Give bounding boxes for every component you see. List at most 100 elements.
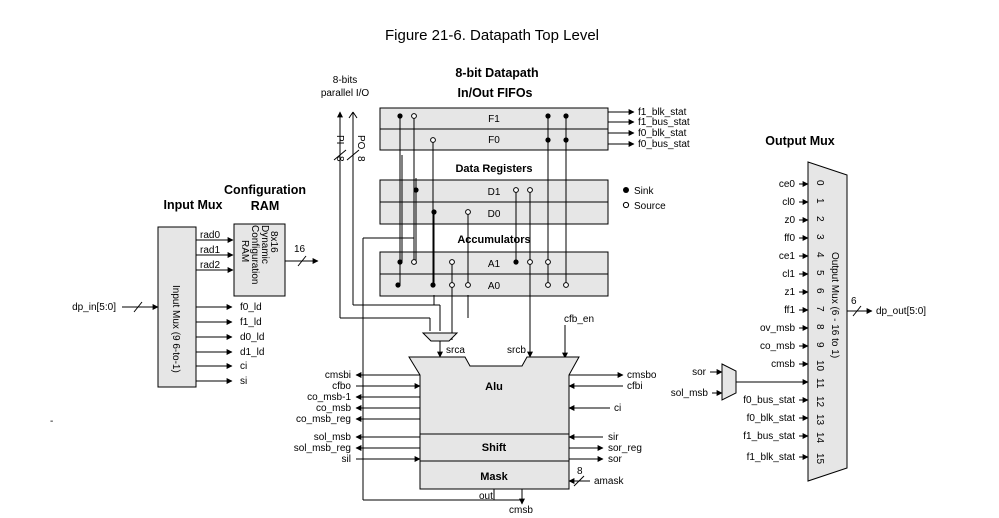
output-mux-index: 11 [814,378,825,389]
fifo-f0 [379,128,609,151]
alu-signal-ci: ci [614,403,621,414]
input-mux-out-si: si [240,376,247,387]
srca-mux [421,332,459,342]
sor-mux [721,363,737,401]
alu-signal-cfbo: cfbo [332,381,351,392]
accumulators-heading: Accumulators [457,234,530,246]
mask-signals: 8 amask out cmsb [363,466,624,516]
shift-signal-sor-reg: sor_reg [608,443,642,454]
accumulator-a0-label: A0 [488,281,501,292]
config-ram-box [233,223,286,297]
fifo-status-f0-bus: f0_bus_stat [638,139,690,150]
sor-mux-label-sor: sor [692,367,707,378]
input-mux-outputs: f0_ld f1_ld d0_ld d1_ld ci si [196,302,264,387]
figure-title: Figure 21-6. Datapath Top Level [385,27,599,44]
output-mux-index: 8 [814,324,825,330]
alu-signal-co-msb-reg: co_msb_reg [296,414,351,425]
dp-out-slash [852,305,862,317]
legend-sink: Sink [634,186,654,197]
sink-legend-icon [623,187,629,193]
dp-in-label: dp_in[5:0] [72,302,116,313]
output-mux-index: 9 [814,342,825,348]
data-registers-heading: Data Registers [455,163,532,175]
config-heading-line2: RAM [251,199,279,213]
config-ram-label-line4: RAM [239,240,250,262]
sor-mux-label-sol-msb: sol_msb [671,388,709,399]
accumulator-a1-label: A1 [488,259,501,270]
input-mux-out-d1-ld: d1_ld [240,347,264,358]
dp-out-width: 6 [851,296,857,307]
config-addr-rad1: rad1 [200,245,220,256]
output-mux-input-label: ff0 [784,233,795,244]
connection-dots [395,113,569,288]
register-d0 [379,201,609,225]
accumulator-a0 [379,273,609,297]
output-mux-input-label: f0_bus_stat [743,395,795,406]
output-mux-index: 4 [814,252,825,258]
output-mux-index: 12 [814,396,825,408]
config-addr-rad0: rad0 [200,230,220,241]
output-mux-input-label: cl1 [782,269,795,280]
input-mux-out-f1-ld: f1_ld [240,317,262,328]
fifos-heading: In/Out FIFOs [458,86,533,100]
fifo-f1-label: F1 [488,114,500,125]
shift-signal-sil: sil [342,454,351,465]
config-ram-text: Dynamic Configuration RAM [239,225,270,284]
margin-mark: - [50,416,53,427]
output-mux-input-label: f1_bus_stat [743,431,795,442]
shift-block [419,433,570,462]
mask-width: 8 [577,466,583,477]
shift-label: Shift [482,442,507,454]
output-mux-index: 0 [814,180,825,186]
input-mux-out-d0-ld: d0_ld [240,332,264,343]
mask-label: Mask [480,471,508,483]
parallel-io-line1: 8-bits [333,75,357,86]
alu-signal-co-msb: co_msb [316,403,351,414]
output-mux-input-label: ov_msb [760,323,795,334]
alu-left-signals: cmsbi cfbo co_msb-1 co_msb co_msb_reg [296,370,421,425]
output-mux-input-label: z1 [784,287,795,298]
output-mux-index: 3 [814,234,825,240]
config-bus-width: 16 [294,244,306,255]
alu-right-signals: cmsbo cfbi ci [568,370,657,414]
dp-out-label: dp_out[5:0] [876,306,926,317]
output-mux-index: 1 [814,198,825,204]
alu-block [408,356,580,435]
cfb-en-label: cfb_en [564,314,594,325]
pi-label: PI [334,135,345,144]
config-bus-slash [297,255,307,267]
po-label: PO [355,135,366,150]
config-ram-label: 8x16 [268,231,279,253]
output-mux-index: 14 [814,432,825,444]
output-mux-box [807,161,848,482]
config-ram-label-line2: Dynamic [259,225,270,264]
alu-signal-cmsbi: cmsbi [325,370,351,381]
output-mux-input-label: ff1 [784,305,795,316]
output-mux-index: 5 [814,270,825,276]
output-mux-input-label: f0_blk_stat [747,413,796,424]
mask-out-label: out [479,491,493,502]
config-addr-rad2: rad2 [200,260,220,271]
output-mux-index: 7 [814,306,825,312]
config-ram-label-line3: Configuration [249,225,260,284]
srcb-label: srcb [507,345,526,356]
register-d1-label: D1 [488,187,501,198]
output-mux-index: 6 [814,288,825,294]
pi-width-slash [333,149,347,161]
output-mux-index: 10 [814,360,825,372]
output-mux-index: 2 [814,216,825,222]
fifo-status-f0-blk: f0_blk_stat [638,128,687,139]
output-mux-input-label: ce0 [779,179,796,190]
shift-signals: sol_msb sol_msb_reg sil sir sor_reg sor [294,432,642,465]
config-heading-line1: Configuration [224,183,306,197]
pi-width: 8 [334,156,345,162]
output-mux-input-label: cl0 [782,197,795,208]
input-mux-out-ci: ci [240,361,247,372]
datapath-heading: 8-bit Datapath [455,66,538,80]
alu-signal-cfbi: cfbi [627,381,643,392]
output-mux-input-label: cmsb [771,359,795,370]
fifo-status-f1-bus: f1_bus_stat [638,117,690,128]
shift-signal-sol-msb: sol_msb [314,432,352,443]
source-legend-icon [622,201,630,209]
